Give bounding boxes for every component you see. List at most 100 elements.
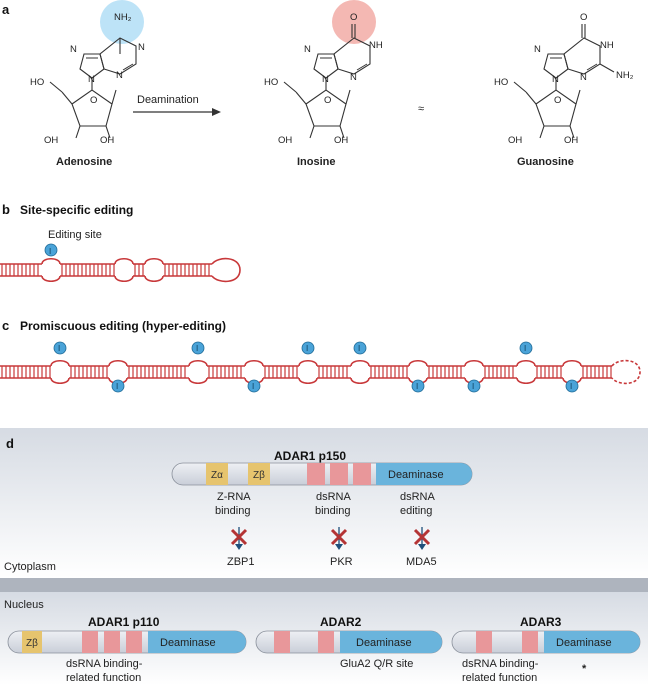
dsrbd-domain [274, 631, 290, 653]
adar1-p150-name: ADAR1 p150 [274, 449, 346, 463]
mda5-label: MDA5 [406, 556, 437, 568]
dsrbd-domain [476, 631, 492, 653]
n-label: N [70, 44, 77, 55]
oh-label: OH [334, 135, 348, 146]
inosine-marker: I [353, 341, 367, 355]
deaminase-domain [544, 631, 640, 653]
amino-highlight [100, 0, 144, 44]
cytoplasm-label: Cytoplasm [4, 561, 56, 573]
panel-c-letter: c [2, 318, 9, 333]
dsrbd-domain [82, 631, 98, 653]
inosine-marker: I [247, 379, 261, 393]
function-label: binding [215, 505, 250, 517]
pkr-label: PKR [330, 556, 353, 568]
deaminase-label: Deaminase [556, 637, 612, 649]
panel-c: c Promiscuous editing (hyper-editing) II… [0, 318, 641, 393]
function-label: related function [66, 672, 141, 684]
inosine-letter: I [196, 344, 198, 353]
o-label: O [324, 95, 331, 106]
inosine-marker: I [301, 341, 315, 355]
ho-label: HO [264, 77, 278, 88]
inosine-letter: I [58, 344, 60, 353]
z-beta-domain [22, 631, 42, 653]
n-label: N [116, 70, 123, 81]
inosine-letter: I [306, 344, 308, 353]
editing-site-label: Editing site [48, 229, 102, 241]
inosine-marker: I [565, 379, 579, 393]
z-alpha-domain [206, 463, 228, 485]
carbonyl-highlight [332, 0, 376, 44]
inosine-marker: I [519, 341, 533, 355]
deaminase-domain [148, 631, 246, 653]
oh-label: OH [100, 135, 114, 146]
inosine-marker: I [411, 379, 425, 393]
dsrbd-domain [318, 631, 334, 653]
adar2: ADAR2 Deaminase GluA2 Q/R site [255, 615, 443, 670]
oh-label: OH [508, 135, 522, 146]
cytoplasm-region [0, 428, 648, 578]
inosine-marker: I [467, 379, 481, 393]
oh-label: OH [564, 135, 578, 146]
adar2-name: ADAR2 [320, 615, 362, 629]
o-label: O [554, 95, 561, 106]
dsrbd-domain [522, 631, 538, 653]
zbp1-label: ZBP1 [227, 556, 255, 568]
inosine-letter: I [472, 382, 474, 391]
z-beta-domain [248, 463, 270, 485]
n-label: N [580, 72, 587, 83]
function-label: dsRNA binding- [462, 658, 539, 670]
z-alpha-label: Zα [211, 470, 223, 481]
guanosine-structure: O N N NH N NH₂ O HO OH OH Guanosine [494, 12, 634, 168]
nucleus-label: Nucleus [4, 599, 44, 611]
panel-a: a NH₂ N N N N O HO OH OH Adenosine Deami… [2, 0, 634, 168]
deaminase-label: Deaminase [160, 637, 216, 649]
n-label: N [552, 74, 559, 85]
adar1-p110: ADAR1 p110 Zβ Deaminase dsRNA binding- r… [7, 615, 247, 684]
inosine-letter: I [49, 247, 51, 256]
inosine-letter: I [358, 344, 360, 353]
deaminase-label: Deaminase [388, 469, 444, 481]
inosine-letter: I [116, 382, 118, 391]
z-beta-label: Zβ [253, 470, 265, 481]
glua2-label: GluA2 Q/R site [340, 658, 413, 670]
inosine-structure: O N N NH N O HO OH OH Inosine [264, 0, 383, 168]
inosine-marker: I [44, 243, 58, 257]
o-label: O [350, 12, 357, 23]
deaminase-label: Deaminase [356, 637, 412, 649]
adenosine-structure: NH₂ N N N N O HO OH OH Adenosine [30, 0, 145, 168]
ho-label: HO [494, 77, 508, 88]
inosine-letter: I [252, 382, 254, 391]
oh-label: OH [278, 135, 292, 146]
panel-b: b Site-specific editing Editing site I [0, 202, 241, 283]
nh2-label: NH₂ [616, 70, 634, 81]
function-label: Z-RNA [217, 491, 251, 503]
n-label: N [350, 72, 357, 83]
inosine-marker: I [53, 341, 67, 355]
deaminase-domain [376, 463, 472, 485]
inhibition-mda5 [413, 527, 431, 550]
dsrbd-domain [104, 631, 120, 653]
nh-label: NH [600, 40, 614, 51]
oh-label: OH [44, 135, 58, 146]
inosine-letter: I [570, 382, 572, 391]
inosine-letter: I [416, 382, 418, 391]
inhibition-pkr [330, 527, 348, 550]
function-label: dsRNA [400, 491, 436, 503]
asterisk: * [582, 663, 587, 675]
inosine-label: Inosine [297, 156, 336, 168]
n-label: N [138, 42, 145, 53]
panel-a-letter: a [2, 2, 10, 17]
inosine-marker: I [191, 341, 205, 355]
approx-symbol: ≈ [418, 103, 424, 115]
n-label: N [304, 44, 311, 55]
deamination-arrow: Deamination [133, 94, 221, 116]
adenosine-label: Adenosine [56, 156, 112, 168]
n-label: N [88, 74, 95, 85]
z-beta-label: Zβ [26, 638, 38, 649]
function-label: editing [400, 505, 432, 517]
panel-b-title: Site-specific editing [20, 203, 133, 217]
function-label: dsRNA [316, 491, 352, 503]
function-label: binding [315, 505, 350, 517]
dsrbd-domain [307, 463, 325, 485]
nh2-label: NH₂ [114, 12, 132, 23]
